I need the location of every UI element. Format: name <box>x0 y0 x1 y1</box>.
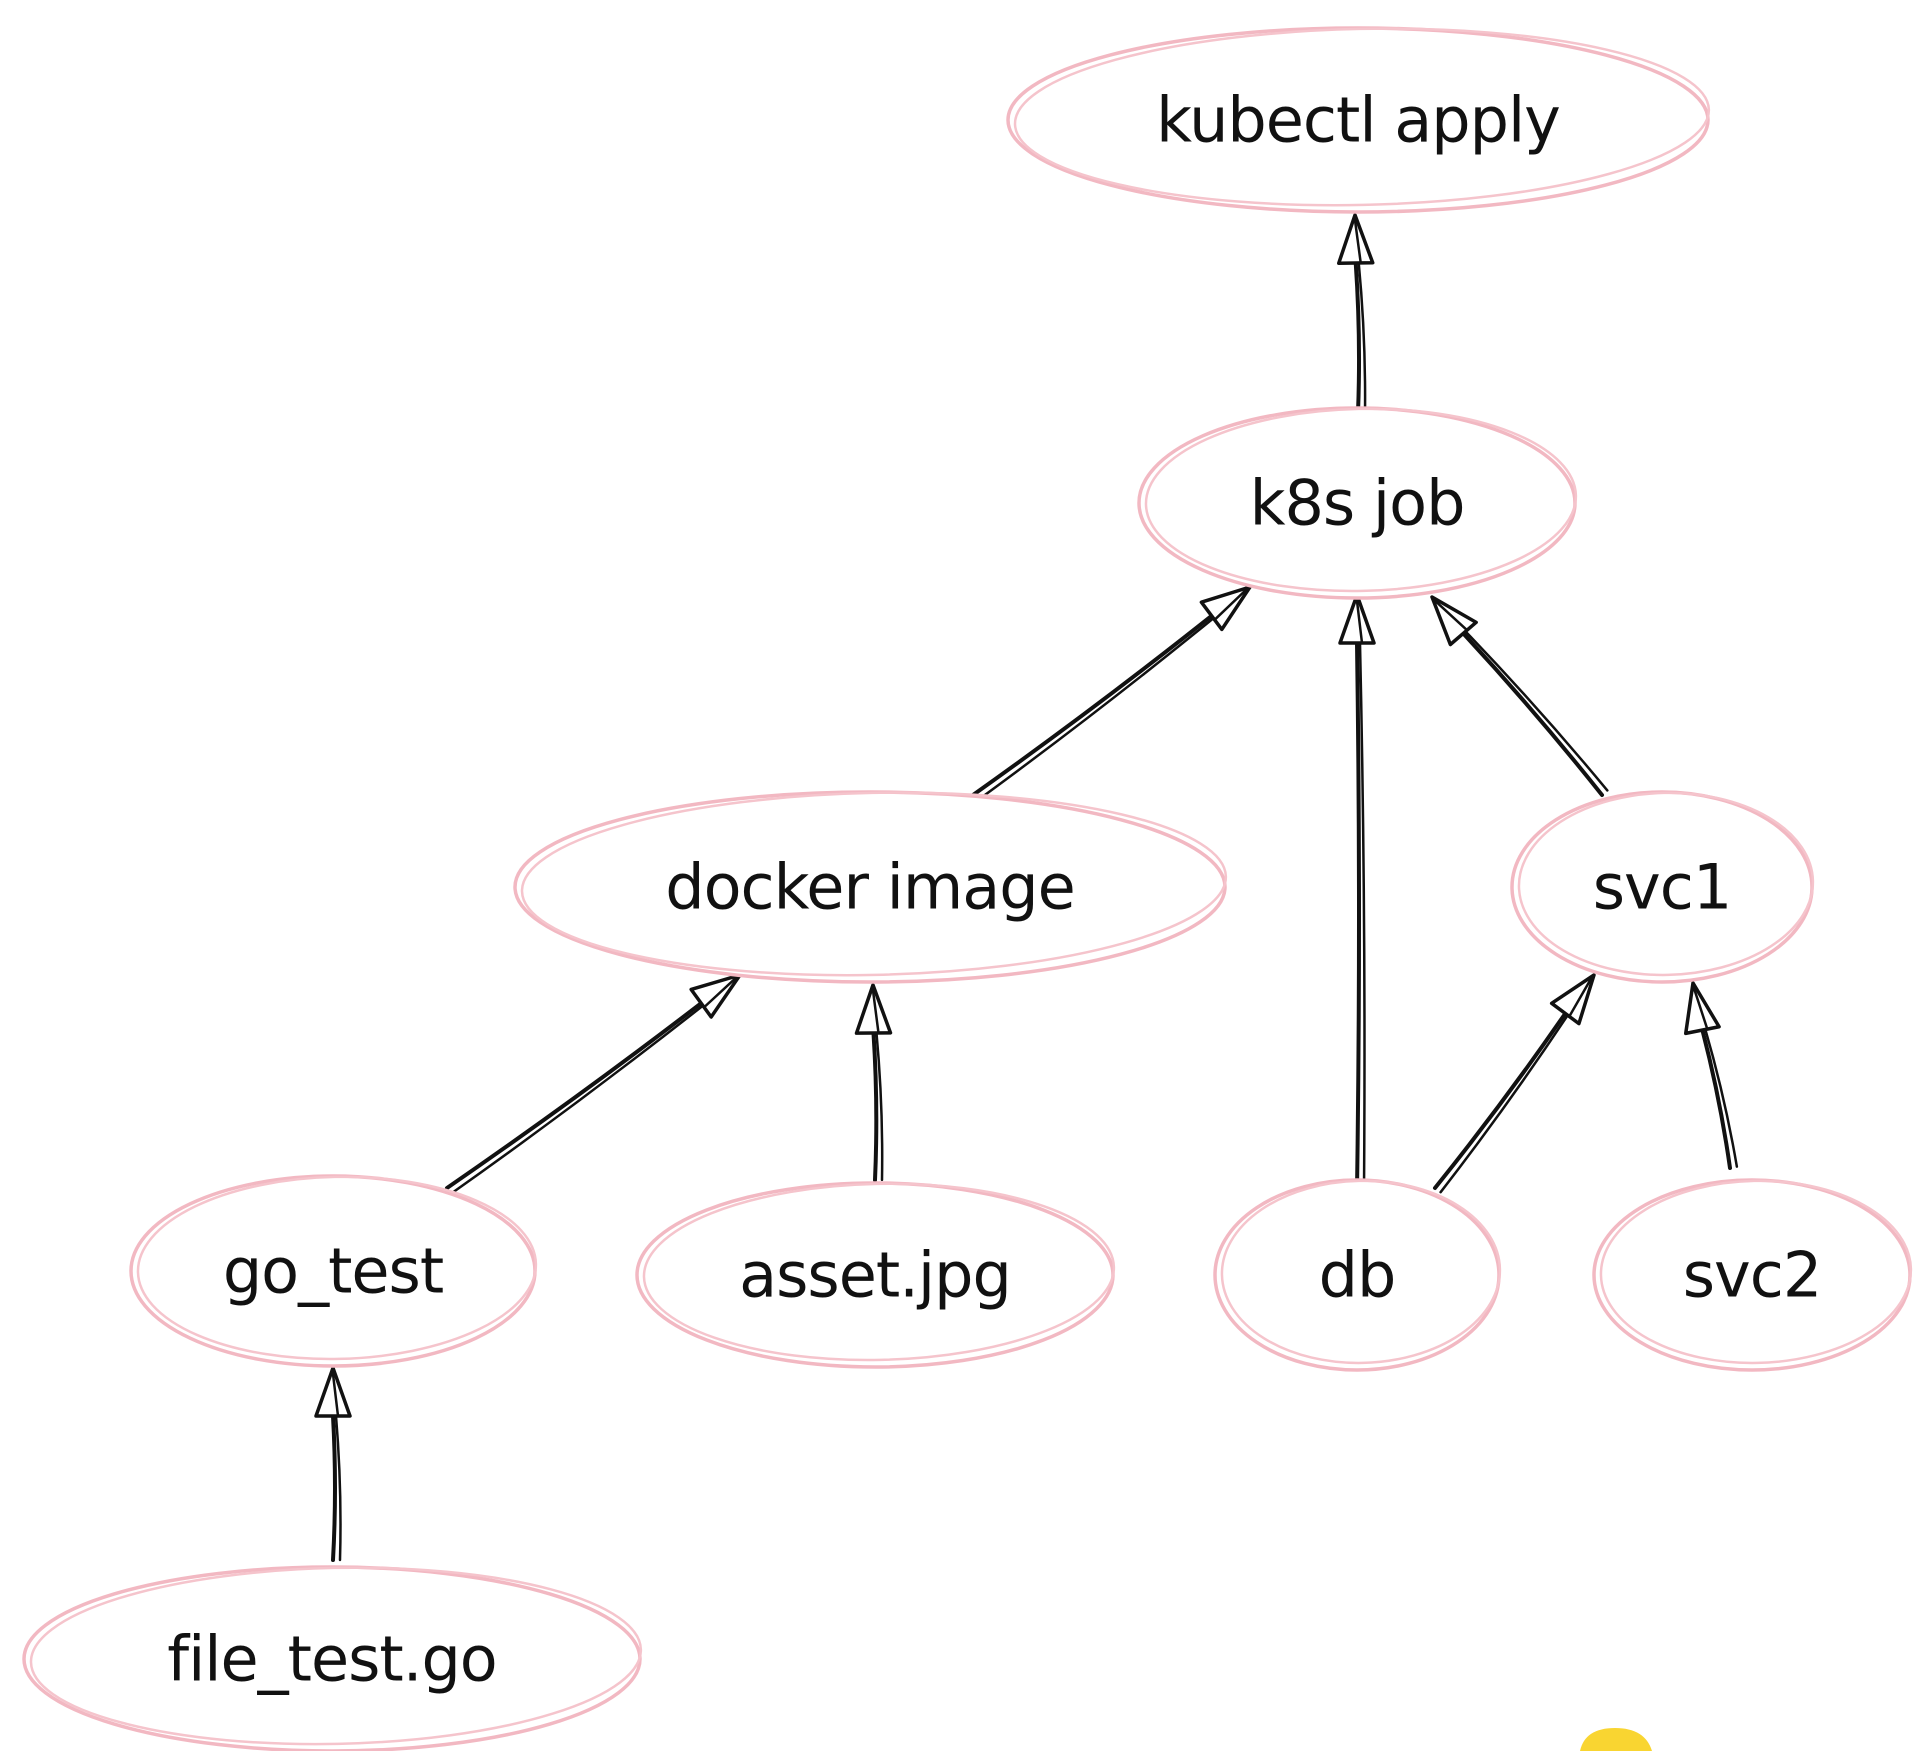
edge-line <box>1355 641 1361 1192</box>
edge-line-sketch <box>1704 1028 1739 1168</box>
yellow-bubble-icon <box>1580 1728 1652 1751</box>
edge-line-sketch <box>449 1004 705 1195</box>
arrow-head-sketch <box>331 1372 340 1418</box>
edge-svc2-to-svc1 <box>1683 981 1739 1170</box>
nodes-layer: kubectl apply k8s job docker image svc1 go_t… <box>22 26 1913 1751</box>
edge-db-to-k8s-job <box>1338 593 1376 1192</box>
edge-db-to-svc1 <box>1433 973 1596 1194</box>
node-docker-image: docker image <box>513 790 1228 984</box>
arrow-head-icon <box>854 983 893 1035</box>
edge-line <box>1700 1028 1732 1170</box>
node-ellipse-sketch <box>1220 1179 1502 1365</box>
node-kubectl-apply: kubectl apply <box>1006 26 1711 214</box>
edge-line-sketch <box>1464 630 1609 792</box>
node-label: docker image <box>665 851 1075 924</box>
node-label: svc1 <box>1593 851 1732 924</box>
edge-line <box>1353 260 1362 415</box>
edge-file-test-go-to-go-test <box>314 1366 352 1562</box>
arrow-head-sketch <box>1568 978 1592 1018</box>
arrow-head-sketch <box>1692 987 1709 1031</box>
arrow-head-sketch <box>1213 589 1247 622</box>
edge-line <box>445 1001 704 1190</box>
edge-line <box>1461 631 1604 797</box>
arrow-head-icon <box>1683 981 1721 1036</box>
edge-line-sketch <box>1358 641 1366 1192</box>
node-label: file_test.go <box>167 1623 496 1696</box>
arrow-head-icon <box>314 1366 352 1418</box>
node-db: db <box>1213 1178 1502 1372</box>
node-ellipse-sketch <box>1517 791 1815 977</box>
node-asset-jpg: asset.jpg <box>635 1181 1116 1369</box>
edge-line-sketch <box>975 616 1215 802</box>
arrow-head-sketch <box>1355 599 1364 645</box>
node-ellipse-sketch <box>1144 407 1578 593</box>
arrow-head-icon <box>1336 213 1375 266</box>
node-label: k8s job <box>1250 467 1465 540</box>
node-go-test: go_test <box>129 1174 538 1368</box>
node-label: svc2 <box>1683 1239 1822 1312</box>
edge-line <box>331 1414 337 1562</box>
edge-line <box>1433 1011 1568 1190</box>
node-label: db <box>1319 1239 1396 1312</box>
node-k8s-job: k8s job <box>1137 406 1578 600</box>
edge-line-sketch <box>875 1031 884 1182</box>
node-ellipse-sketch <box>1599 1179 1913 1365</box>
edge-docker-image-to-k8s-job <box>971 585 1252 802</box>
arrow-head-sketch <box>702 977 737 1009</box>
arrow-head-icon <box>1549 973 1596 1026</box>
node-ellipse-sketch <box>1013 27 1711 207</box>
edge-k8s-job-to-kubectl-apply <box>1336 213 1375 415</box>
edge-go-test-to-docker-image <box>445 973 742 1195</box>
arrow-head-sketch <box>871 989 880 1035</box>
arrow-head-sketch <box>1353 219 1362 265</box>
node-label: asset.jpg <box>739 1239 1011 1312</box>
node-ellipse-sketch <box>520 791 1228 977</box>
node-ellipse-sketch <box>29 1566 643 1746</box>
arrow-head-icon <box>1338 593 1376 645</box>
edge-asset-jpg-to-docker-image <box>854 983 893 1182</box>
node-ellipse-sketch <box>642 1182 1116 1362</box>
edge-line-sketch <box>334 1414 342 1562</box>
edge-line-sketch <box>1357 261 1367 415</box>
node-ellipse-sketch <box>136 1175 538 1361</box>
node-svc2: svc2 <box>1592 1178 1913 1372</box>
edge-line <box>971 613 1214 797</box>
edge-line-sketch <box>1439 1014 1569 1194</box>
arrow-head-sketch <box>1434 600 1469 632</box>
node-svc1: svc1 <box>1510 790 1815 984</box>
edge-svc1-to-k8s-job <box>1430 595 1609 797</box>
node-file-test-go: file_test.go <box>22 1565 643 1751</box>
node-label: go_test <box>223 1235 443 1308</box>
node-label: kubectl apply <box>1156 84 1560 157</box>
edge-line <box>871 1031 879 1182</box>
edges-layer <box>314 213 1739 1562</box>
